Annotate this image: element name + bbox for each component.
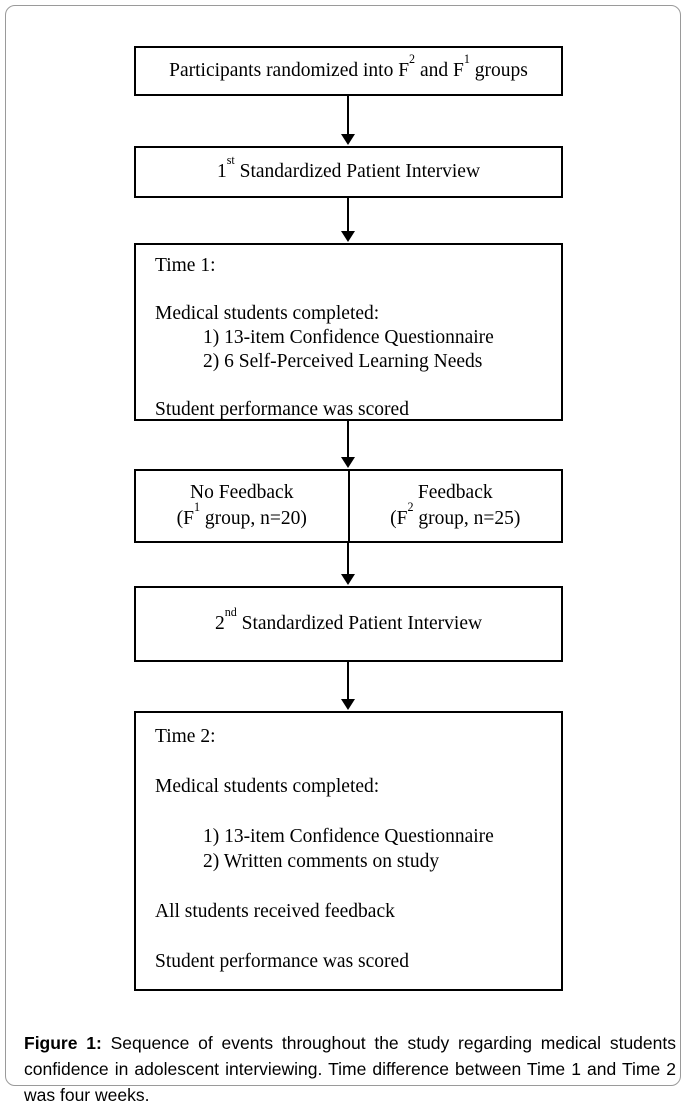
figure-caption: Figure 1: Sequence of events throughout … (24, 1030, 676, 1108)
time1-title: Time 1: (155, 255, 216, 276)
no-feedback-detail: (F1 group, n=20) (176, 500, 307, 529)
arrow-down-icon (341, 96, 355, 145)
arrow-down-icon (341, 198, 355, 242)
arrow-down-icon (341, 543, 355, 585)
feedback-label: Feedback (417, 482, 493, 503)
time1-item-1: 1) 13-item Confidence Questionnaire (203, 327, 494, 348)
time1-item-2: 2) 6 Self-Perceived Learning Needs (203, 351, 483, 372)
time2-scored-note: Student performance was scored (155, 951, 409, 972)
time1-scored-note: Student performance was scored (155, 399, 409, 420)
flow-box-first-interview-text: 1st Standardized Patient Interview (216, 153, 481, 182)
time2-feedback-note: All students received feedback (155, 901, 395, 922)
flow-box-randomization-text: Participants randomized into F2 and F1 g… (169, 52, 528, 81)
figure-caption-label: Figure 1: (24, 1032, 102, 1053)
feedback-detail: (F2 group, n=25) (390, 500, 521, 529)
group-cell-feedback: Feedback (F2 group, n=25) (350, 471, 562, 541)
arrow-down-icon (341, 662, 355, 710)
time2-item-1: 1) 13-item Confidence Questionnaire (203, 826, 494, 847)
flow-box-groups: No Feedback (F1 group, n=20) Feedback (F… (134, 469, 563, 543)
figure-caption-text: Sequence of events throughout the study … (24, 1032, 676, 1105)
flow-box-randomization: Participants randomized into F2 and F1 g… (134, 46, 563, 96)
flow-box-second-interview: 2nd Standardized Patient Interview (134, 586, 563, 662)
group-cell-no-feedback: No Feedback (F1 group, n=20) (136, 471, 350, 541)
flow-box-time1: Time 1: Medical students completed: 1) 1… (134, 243, 563, 421)
time2-completed-label: Medical students completed: (155, 776, 380, 797)
time2-title: Time 2: (155, 726, 216, 747)
time2-item-2: 2) Written comments on study (203, 851, 440, 872)
flow-box-second-interview-text: 2nd Standardized Patient Interview (214, 605, 483, 634)
no-feedback-label: No Feedback (190, 482, 294, 503)
figure-panel: Participants randomized into F2 and F1 g… (5, 5, 681, 1105)
arrow-down-icon (341, 421, 355, 468)
time1-completed-label: Medical students completed: (155, 303, 380, 324)
flow-box-first-interview: 1st Standardized Patient Interview (134, 146, 563, 198)
flow-box-time2: Time 2: Medical students completed: 1) 1… (134, 711, 563, 991)
